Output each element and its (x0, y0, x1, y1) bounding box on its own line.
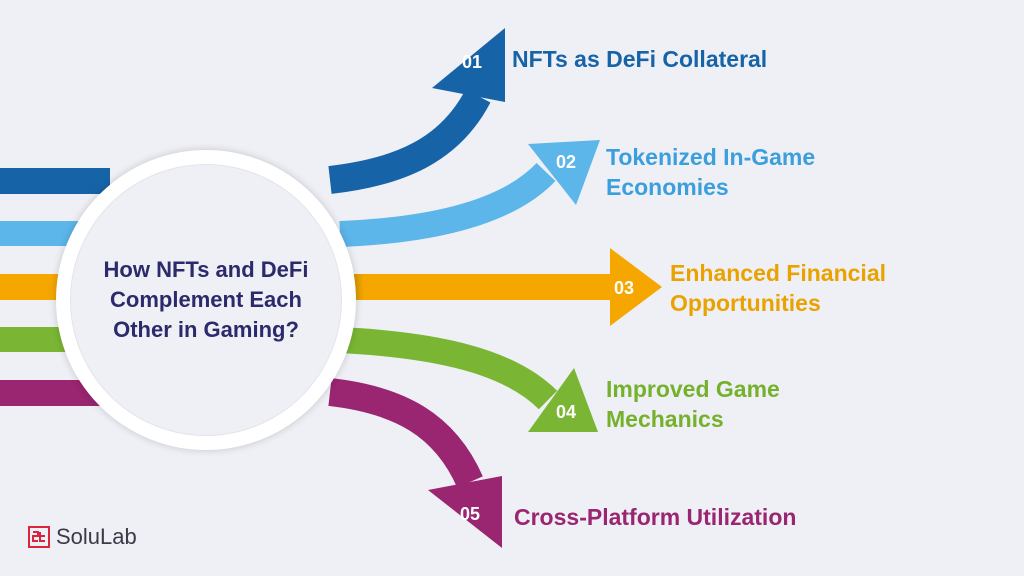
arrow-01 (0, 28, 505, 194)
brand: SoluLab (28, 524, 137, 550)
arrow-05 (0, 378, 502, 548)
item-01-number: 01 (462, 52, 483, 72)
item-04-label: Improved Game Mechanics (606, 376, 780, 432)
item-03-label: Enhanced Financial Opportunities (670, 260, 886, 316)
brand-name: SoluLab (56, 524, 137, 549)
item-01-label: NFTs as DeFi Collateral (512, 46, 768, 72)
item-03-number: 03 (614, 278, 635, 298)
center-title: How NFTs and DeFi Complement Each Other … (103, 257, 309, 342)
item-02-number: 02 (556, 152, 577, 172)
center-circle: How NFTs and DeFi Complement Each Other … (56, 150, 356, 450)
item-05-number: 05 (460, 504, 481, 524)
solulab-logo-icon (28, 526, 50, 548)
arrow-02 (0, 140, 600, 247)
item-04-number: 04 (556, 402, 577, 422)
item-05-label: Cross-Platform Utilization (514, 504, 797, 530)
item-02-label: Tokenized In-Game Economies (606, 144, 816, 200)
